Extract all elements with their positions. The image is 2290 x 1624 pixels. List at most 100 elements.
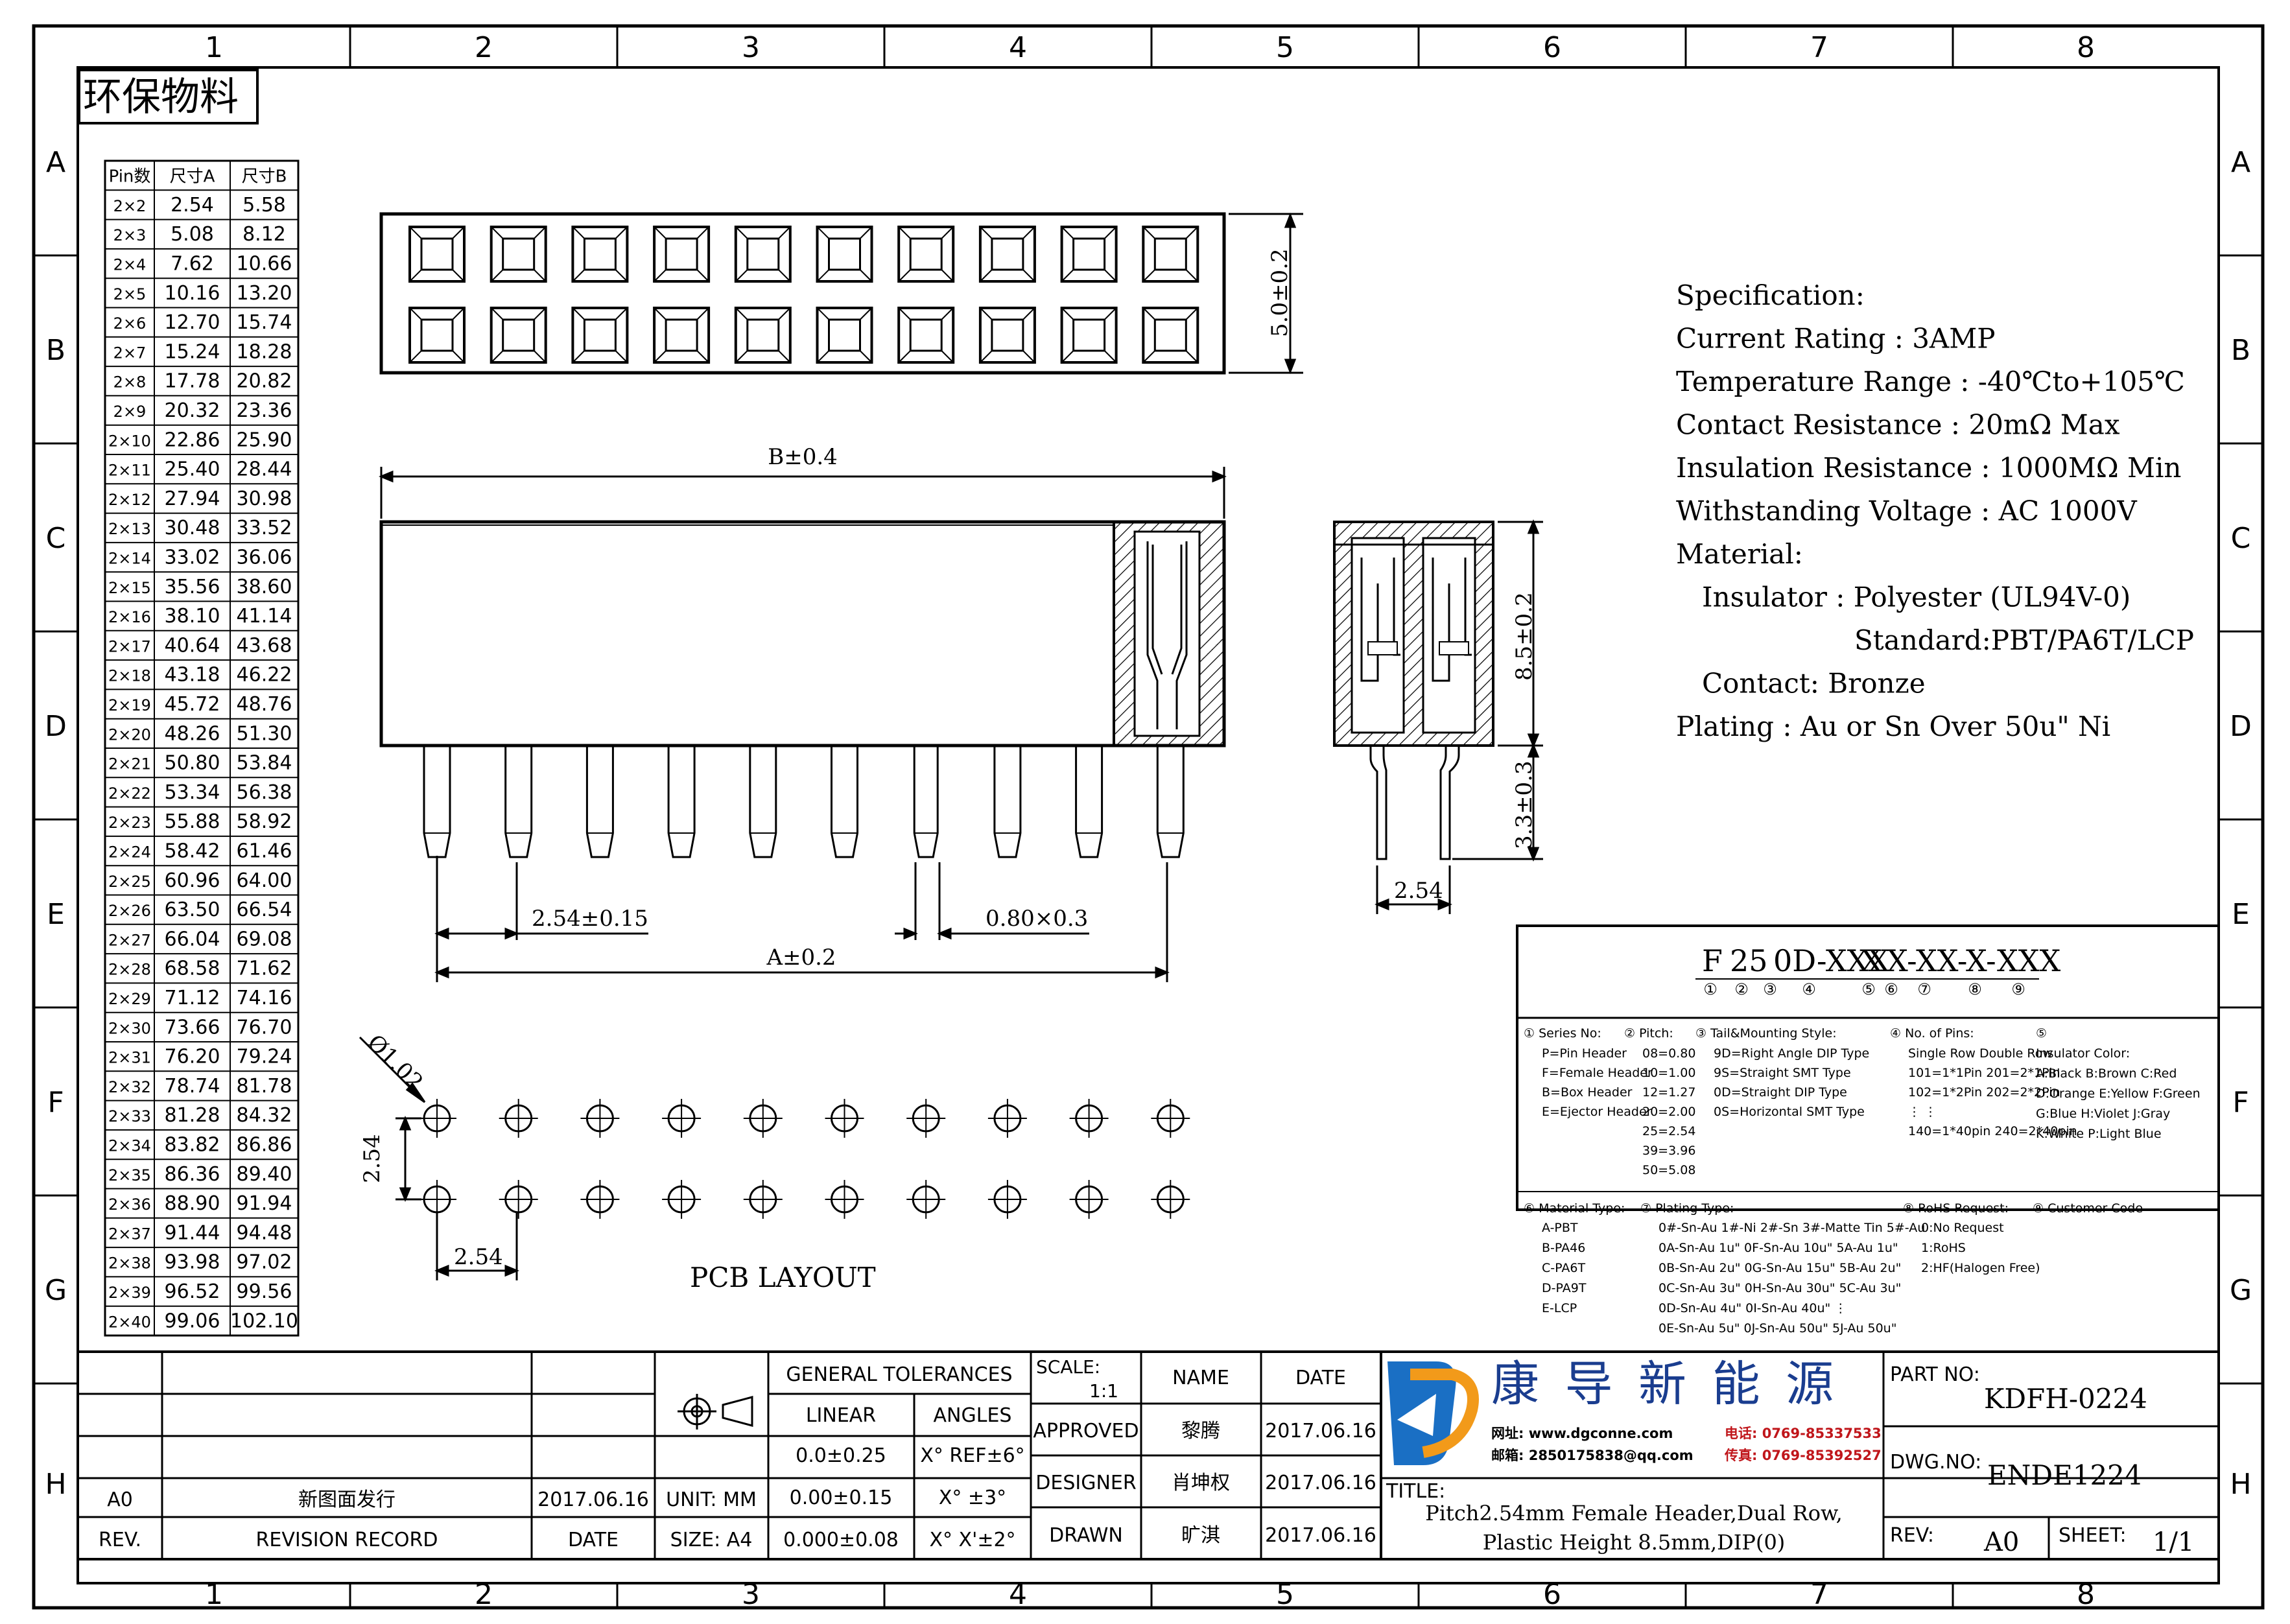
table-cell: 2×12 [108,491,151,509]
col-label-bottom: 8 [2077,1578,2095,1611]
table-cell: 2×13 [108,520,151,538]
table-cell: 2×40 [108,1313,151,1331]
code-group-line: E-LCP [1542,1301,1577,1315]
table-cell: 2×20 [108,725,151,744]
col-label-bottom: 2 [475,1578,493,1611]
code-group-line: 25=2.54 [1642,1124,1695,1138]
table-header: 尺寸B [242,167,287,187]
table-cell: 56.38 [237,781,292,804]
table-cell: 2×25 [108,873,151,891]
row-label-left: G [45,1274,67,1307]
spec-line: Material: [1676,538,1803,570]
scale-value: 1:1 [1089,1380,1118,1402]
col-label-top: 3 [742,31,760,64]
code-group-line: Single Row Double Row [1908,1046,2053,1061]
table-cell: 38.60 [237,576,292,598]
table-cell: 15.24 [165,340,220,363]
table-cell: 25.40 [165,458,220,481]
code-group-line: 0D-Sn-Au 4u" 0I-Sn-Au 40u" ⋮ [1658,1301,1847,1315]
code-group-line: D:Orange E:Yellow F:Green [2036,1087,2201,1101]
table-cell: 68.58 [165,958,220,980]
code-group-line: P=Pin Header [1542,1046,1627,1061]
table-cell: 2×7 [113,344,147,362]
code-group-line: 1:RoHS [1921,1241,1966,1255]
scale-label: SCALE: [1036,1356,1100,1378]
table-cell: 10.66 [237,253,292,276]
code-group-title: ⑧ RoHS Request: [1903,1201,2009,1216]
pin [913,746,939,858]
table-cell: 55.88 [165,810,220,833]
code-group-line: 0#-Sn-Au 1#-Ni 2#-Sn 3#-Matte Tin 5#-Au [1658,1221,1925,1235]
sheet-label: SHEET: [2059,1524,2127,1547]
pcb-holes [418,1099,1190,1219]
col-label-top: 7 [1810,31,1828,64]
col-label-bottom: 5 [1276,1578,1294,1611]
col-label-bottom: 1 [205,1578,223,1611]
row-label-left: H [45,1468,66,1501]
table-cell: 27.94 [165,488,220,510]
table-cell: 13.20 [237,282,292,305]
code-group-line: 0A-Sn-Au 1u" 0F-Sn-Au 10u" 5A-Au 1u" [1658,1241,1898,1255]
table-cell: 2×15 [108,579,151,597]
table-cell: 94.48 [237,1221,292,1244]
table-cell: 12.70 [165,311,220,334]
code-segment: XXX [1997,943,2060,978]
table-cell: 83.82 [165,1134,220,1157]
dwg-no-label: DWG.NO: [1890,1451,1981,1474]
code-index: ⑤ [1861,980,1876,998]
table-cell: 10.16 [165,282,220,305]
table-cell: 69.08 [237,928,292,950]
table-cell: 46.22 [237,664,292,687]
rev-label: REV: [1890,1524,1934,1547]
top-view: 5.0±0.2 [379,212,1303,375]
code-group-line: 9S=Straight SMT Type [1714,1066,1851,1080]
code-group-line: 9D=Right Angle DIP Type [1714,1046,1869,1061]
table-cell: 2×32 [108,1078,151,1096]
row-label-right: G [2230,1274,2252,1307]
table-cell: 20.32 [165,399,220,422]
table-cell: 38.10 [165,605,220,628]
table-cell: 2×3 [113,226,147,244]
table-header: 尺寸A [170,167,215,187]
code-group-title: ② Pitch: [1624,1026,1673,1041]
table-cell: 2×11 [108,462,151,480]
table-cell: 86.36 [165,1163,220,1186]
designer-name: 肖坤权 [1172,1472,1230,1494]
code-group-line: E=Ejector Header [1542,1105,1652,1119]
table-cell: 66.54 [237,899,292,921]
designer-label: DESIGNER [1035,1472,1136,1494]
table-cell: 58.92 [237,810,292,833]
table-cell: 60.96 [165,869,220,892]
table-cell: 86.86 [237,1134,292,1157]
row-label-left: F [47,1086,64,1119]
code-group-line: 0D=Straight DIP Type [1714,1085,1847,1100]
table-cell: 51.30 [237,722,292,745]
sheet-value: 1/1 [2153,1527,2194,1557]
pcb-row-label: 2.54 [359,1134,385,1183]
table-cell: 2×17 [108,637,151,655]
code-group-line: 12=1.27 [1642,1085,1695,1100]
side-pitch-label: 2.54 [1394,878,1443,904]
row-label-left: E [47,898,65,931]
part-no-value: KDFH-0224 [1984,1383,2147,1415]
table-cell: 102.10 [230,1310,298,1332]
code-group-line: 101=1*1Pin 201=2*1Pin [1908,1066,2060,1080]
code-group-line: G:Blue H:Violet J:Gray [2036,1107,2170,1121]
table-header: Pin数 [109,167,151,187]
table-cell: 5.58 [242,194,286,217]
table-cell: 48.26 [165,722,220,745]
table-cell: 81.28 [165,1104,220,1127]
spec-line: Withstanding Voltage : AC 1000V [1676,495,2137,527]
table-cell: 91.94 [237,1192,292,1215]
table-cell: 53.84 [237,752,292,775]
table-cell: 2×6 [113,314,147,333]
table-cell: 53.34 [165,781,220,804]
col-label-top: 6 [1543,31,1561,64]
code-group-line: 20=2.00 [1642,1105,1695,1119]
table-cell: 81.78 [237,1075,292,1098]
spec-line: Contact Resistance : 20mΩ Max [1676,409,2120,441]
row-label-left: A [46,146,65,179]
table-cell: 2×34 [108,1137,151,1155]
title-label: TITLE: [1386,1480,1445,1503]
